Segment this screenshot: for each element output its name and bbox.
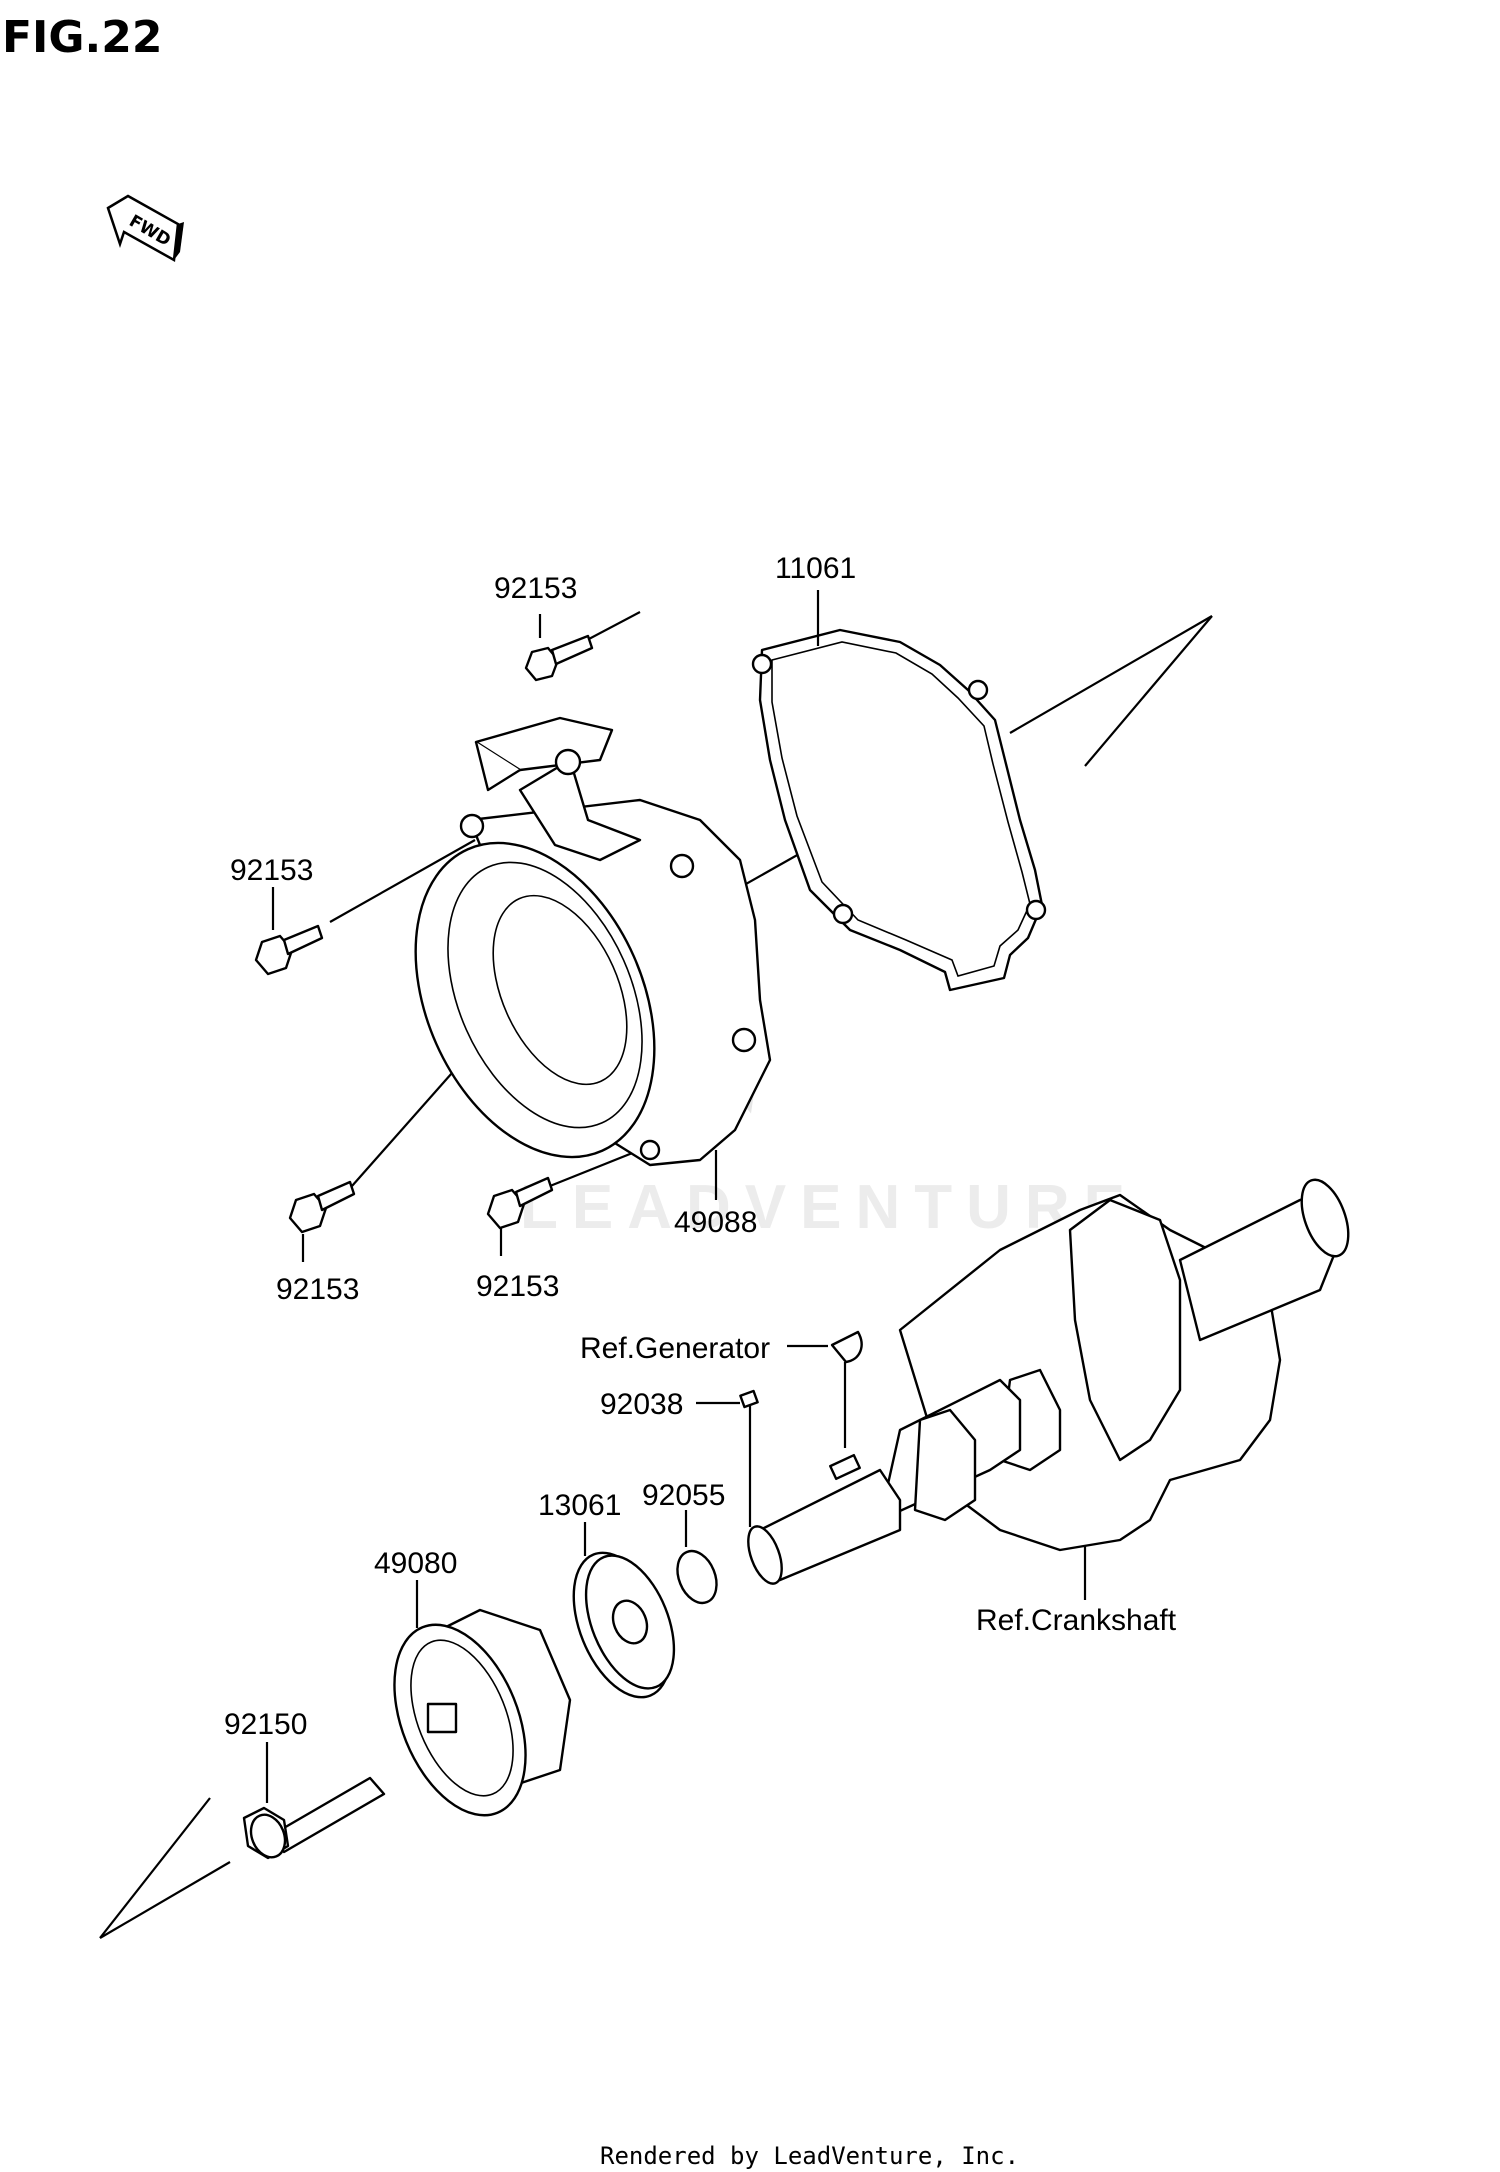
flange-bolt <box>242 1776 386 1860</box>
label-pulley: 13061 <box>538 1489 621 1522</box>
o-ring <box>676 1549 718 1605</box>
label-bolt-bottom-left: 92153 <box>276 1273 359 1306</box>
figure-title: FIG.22 <box>2 12 163 63</box>
label-bolt-top: 92153 <box>494 572 577 605</box>
pulley <box>572 1551 676 1699</box>
bolt-92153-top <box>524 634 594 682</box>
bolt-92153-bottom-left <box>288 1180 356 1234</box>
label-ref-crankshaft: Ref.Crankshaft <box>976 1604 1177 1637</box>
fwd-arrow-icon: FWD <box>106 194 184 263</box>
bolt-92153-bottom-mid <box>486 1176 554 1230</box>
key-92038 <box>739 1389 759 1409</box>
label-bolt-bottom-mid: 92153 <box>476 1270 559 1303</box>
gasket <box>751 628 1047 992</box>
label-gasket: 11061 <box>775 552 856 585</box>
recoil-starter <box>414 716 772 1167</box>
starter-cup <box>393 1608 572 1817</box>
bolt-92153-left <box>254 924 324 976</box>
svg-text:LEADVENTURE: LEADVENTURE <box>520 1173 1139 1242</box>
woodruff-key <box>830 1330 863 1364</box>
label-key: 92038 <box>600 1388 683 1421</box>
crankshaft <box>747 1178 1350 1585</box>
leader-lines <box>265 590 1087 1803</box>
label-cup: 49080 <box>374 1547 457 1580</box>
label-flange-bolt: 92150 <box>224 1708 307 1741</box>
label-starter-cover: 49088 <box>674 1206 757 1239</box>
label-ref-generator: Ref.Generator <box>580 1332 770 1365</box>
label-bolt-left: 92153 <box>230 854 313 887</box>
footer-credit: Rendered by LeadVenture, Inc. <box>600 2142 1019 2170</box>
label-o-ring: 92055 <box>642 1479 725 1512</box>
